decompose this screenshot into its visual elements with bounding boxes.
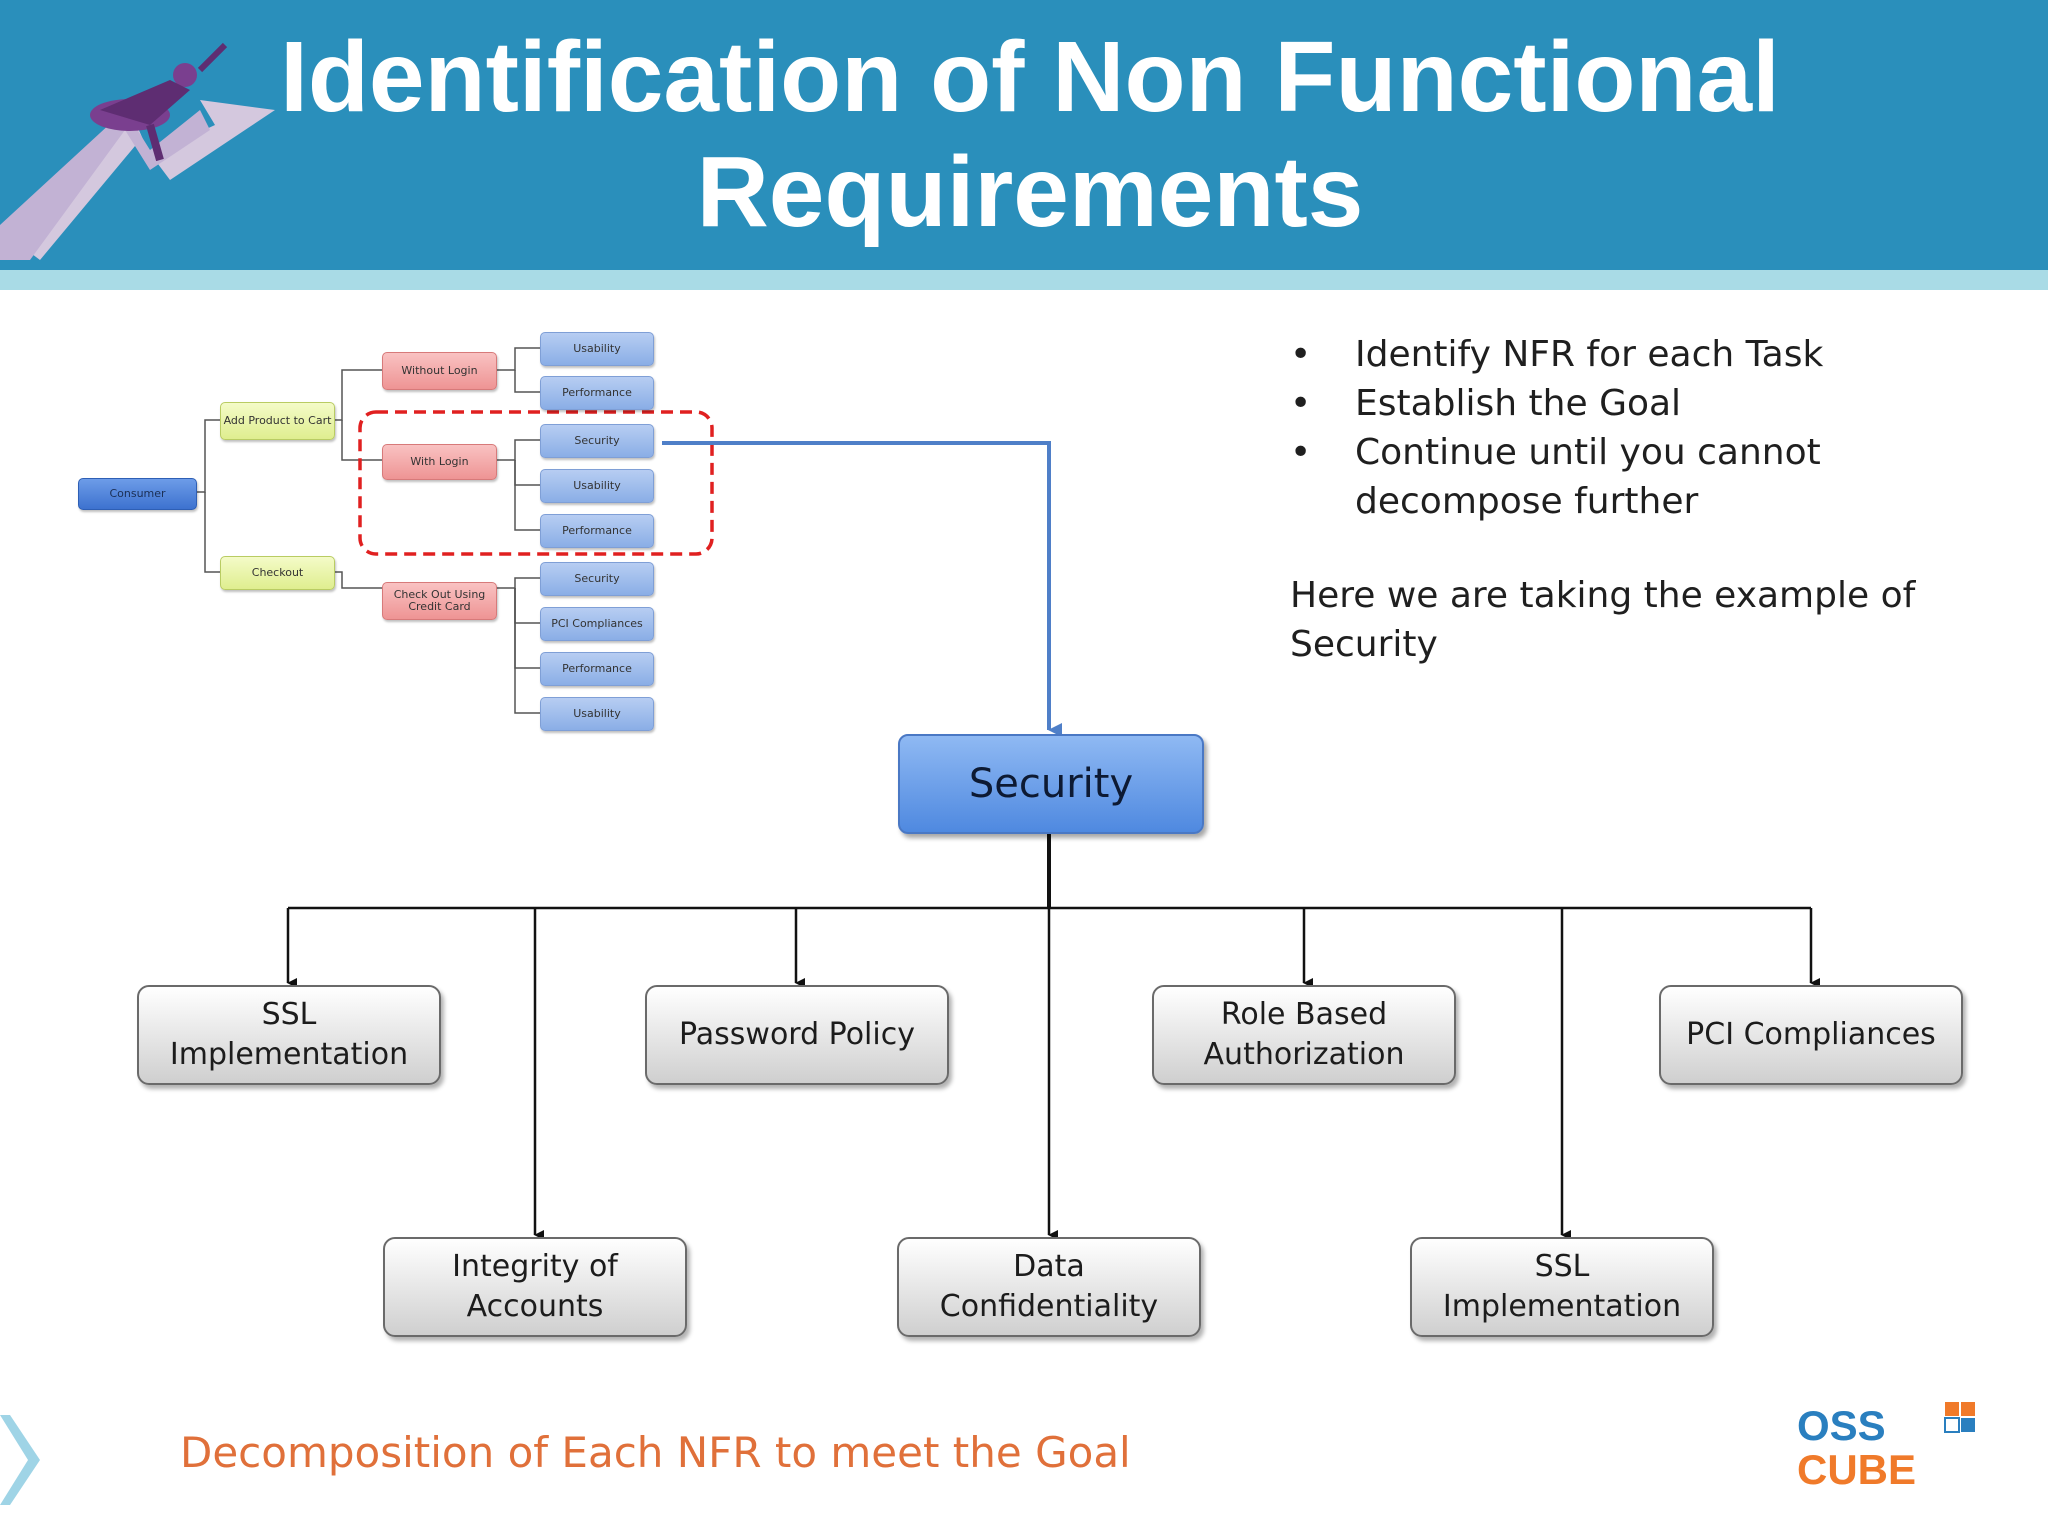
title-line-1: Identification of Non Functional (280, 21, 1780, 133)
mindmap-task-add-to-cart: Add Product to Cart (220, 402, 335, 440)
header-banner (0, 0, 2048, 270)
logo-text-cube: CUBE (1797, 1446, 1916, 1490)
logo-text-oss: OSS (1797, 1402, 1886, 1449)
mindmap-subtask-checkout-credit-card: Check Out Using Credit Card (382, 582, 497, 620)
bullet-item: Establish the Goal (1290, 379, 2030, 428)
mindmap-nfr-node: Security (540, 424, 654, 458)
footer-caption: Decomposition of Each NFR to meet the Go… (180, 1428, 1131, 1477)
mindmap-nfr-node: Usability (540, 332, 654, 366)
mindmap-nfr-node: Performance (540, 514, 654, 548)
title-line-2: Requirements (696, 136, 1364, 248)
nfr-box-data-confidentiality: Data Confidentiality (897, 1237, 1201, 1337)
mindmap-nfr-node: Performance (540, 376, 654, 410)
nfr-box-integrity-of-accounts: Integrity of Accounts (383, 1237, 687, 1337)
bullet-item: Identify NFR for each Task (1290, 330, 2030, 379)
mindmap-nfr-node: Usability (540, 697, 654, 731)
mindmap-subtask-without-login: Without Login (382, 352, 497, 390)
mindmap-thumbnail: Consumer Add Product to Cart Checkout Wi… (70, 320, 750, 740)
chevron-right-icon (0, 1415, 40, 1505)
mindmap-connectors (195, 347, 714, 714)
mindmap-nfr-node: Usability (540, 469, 654, 503)
bullet-item: Continue until you cannot decompose furt… (1290, 428, 2030, 526)
example-note: Here we are taking the example of Securi… (1290, 575, 1916, 665)
osscube-logo: OSS CUBE (1797, 1402, 1975, 1490)
rider-arrow-icon (0, 42, 275, 260)
security-root-node: Security (898, 734, 1204, 834)
mindmap-task-checkout: Checkout (220, 556, 335, 590)
nfr-box-ssl-implementation-2: SSL Implementation (1410, 1237, 1714, 1337)
nfr-box-pci-compliances: PCI Compliances (1659, 985, 1963, 1085)
bullet-list: Identify NFR for each Task Establish the… (1290, 330, 2030, 669)
mindmap-subtask-with-login: With Login (382, 444, 497, 480)
nfr-box-password-policy: Password Policy (645, 985, 949, 1085)
mindmap-nfr-node: Security (540, 562, 654, 596)
nfr-box-ssl-implementation: SSL Implementation (137, 985, 441, 1085)
mindmap-root: Consumer (78, 478, 197, 510)
page-title: Identification of Non Functional Require… (230, 20, 1830, 250)
mindmap-nfr-node: PCI Compliances (540, 607, 654, 641)
header-stripe (0, 270, 2048, 290)
mindmap-nfr-node: Performance (540, 652, 654, 686)
nfr-box-role-based-authorization: Role Based Authorization (1152, 985, 1456, 1085)
